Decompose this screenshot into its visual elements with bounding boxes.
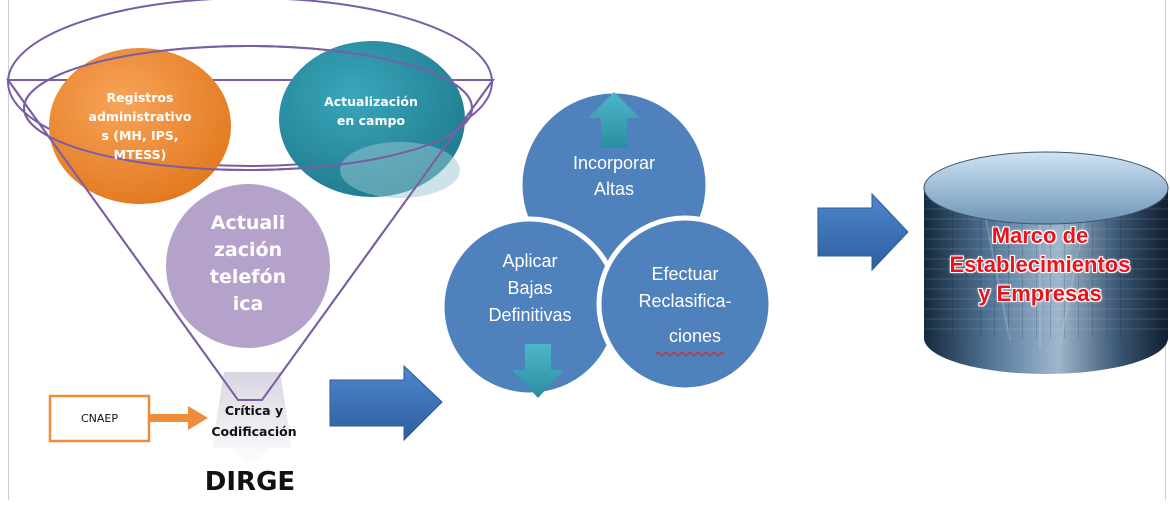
up-arrow-icon: [588, 92, 640, 148]
bajas-label: Aplicar Bajas Definitivas: [488, 250, 572, 325]
reclasif-label-2: ciones: [668, 325, 722, 346]
arrow-to-marco: [817, 192, 909, 272]
funnel-spout: [212, 372, 292, 470]
down-arrow-icon: [512, 344, 564, 398]
cnaep-box: [48, 394, 151, 443]
dirge-label: DIRGE: [204, 467, 296, 497]
registros-label: Registros administrativo s (MH, IPS, MTE…: [88, 90, 192, 162]
altas-label: Incorporar Altas: [572, 153, 656, 199]
registros-circle: [49, 48, 231, 204]
cnaep-label: CNAEP: [80, 412, 119, 425]
marco-label: Marco de Establecimientos y Empresas: [949, 222, 1131, 306]
reclasif-circle: [596, 215, 774, 393]
critica-label: Crítica y Codificación: [211, 403, 297, 439]
telefonica-circle: [166, 184, 330, 348]
reclasif-label: Efectuar Reclasifica-: [638, 264, 732, 311]
arrow-to-cycle: [329, 364, 443, 442]
spellcheck-underline: [655, 351, 725, 357]
cnaep-arrow: [149, 406, 208, 430]
telefonica-label: Actuali zación telefón ica: [209, 212, 287, 315]
marco-top: [923, 151, 1169, 225]
cnaep-group: [48, 394, 208, 443]
funnel: [6, 0, 495, 470]
cycle: [439, 88, 774, 398]
marco-cylinder: [923, 151, 1169, 374]
campo-label: Actualización en campo: [324, 94, 418, 128]
